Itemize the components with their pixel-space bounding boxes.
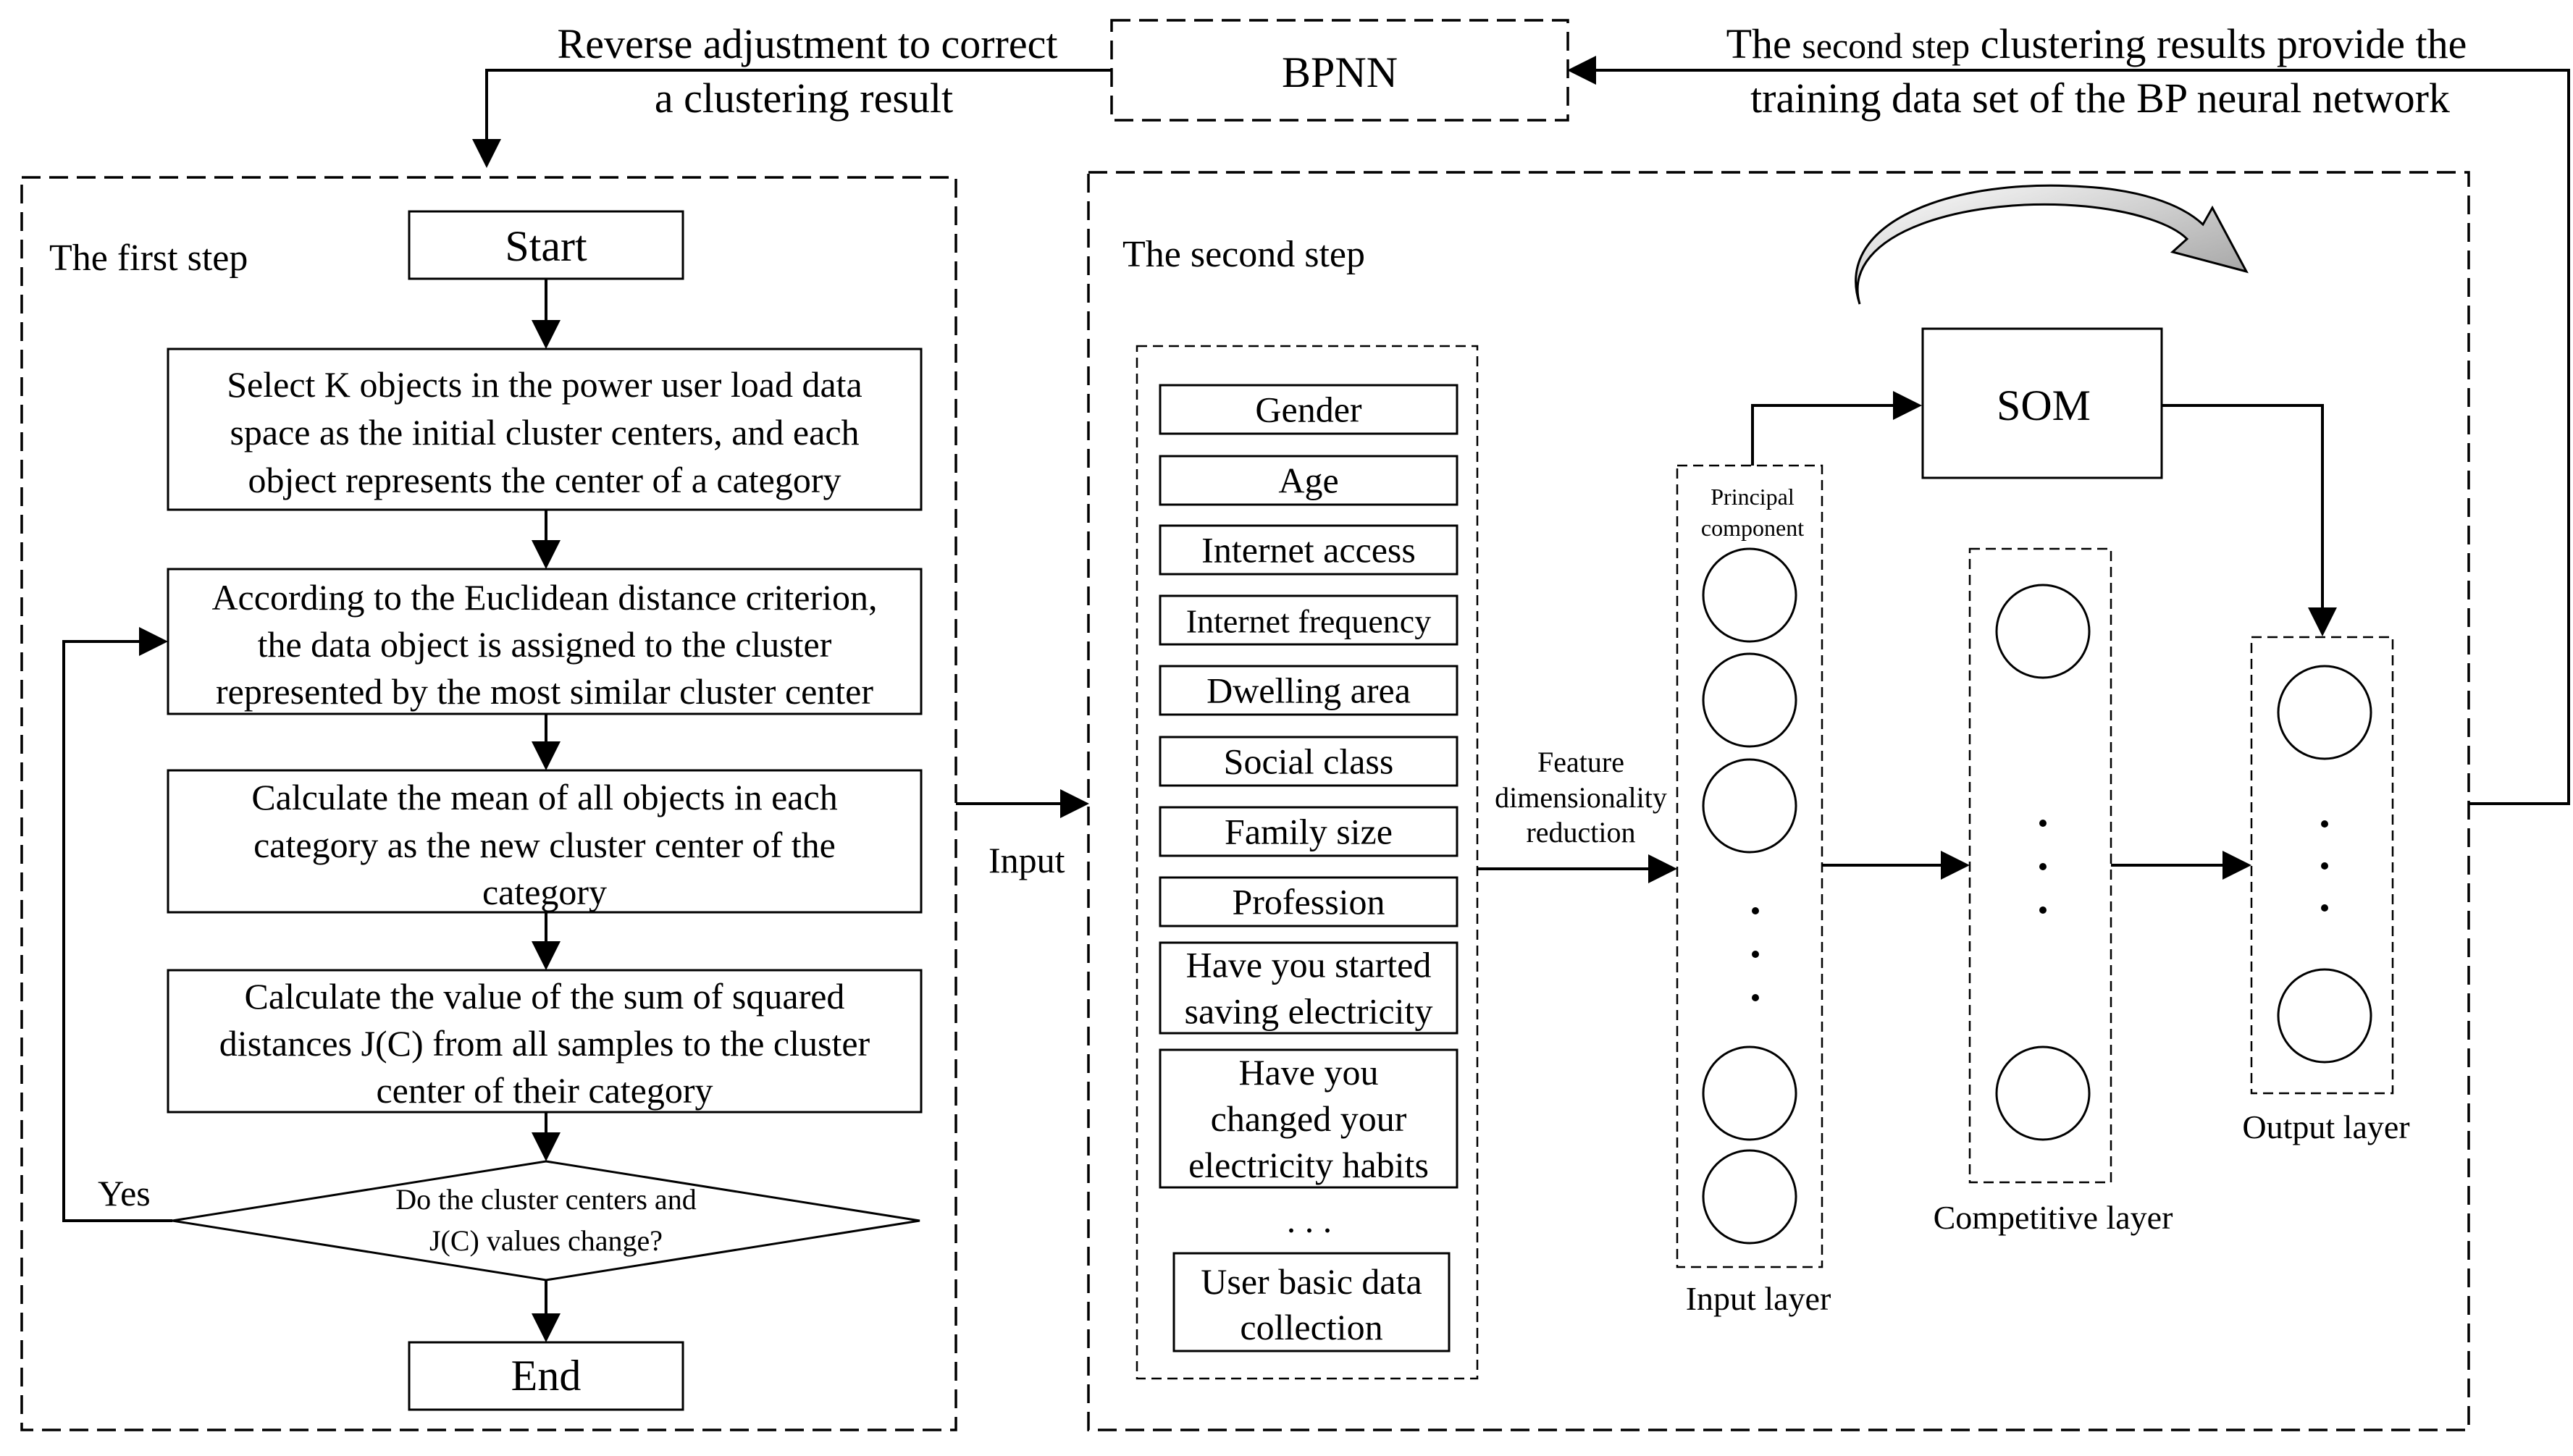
input-node-4 — [1702, 1045, 1797, 1141]
feature-box-4 — [1159, 594, 1458, 646]
output-layer-frame — [2250, 636, 2394, 1095]
feature-box-5 — [1159, 665, 1458, 716]
feature-label-6: Social class — [1224, 741, 1394, 782]
som-to-output-arrow — [2162, 404, 2337, 636]
decision-diamond — [172, 1160, 920, 1282]
assign-objects-line1: According to the Euclidean distance crit… — [211, 577, 877, 618]
competitive-node-1 — [1995, 584, 2091, 679]
second-step-frame — [1087, 171, 2470, 1431]
feature-reduction-line2: dimensionality — [1495, 781, 1667, 814]
feature-box-9 — [1159, 941, 1458, 1035]
user-data-collection-box — [1172, 1252, 1451, 1352]
competitive-layer-label: Competitive layer — [1934, 1199, 2173, 1236]
input-label: Input — [989, 840, 1065, 880]
input-node-2 — [1702, 652, 1797, 748]
select-centers-line2: space as the initial cluster centers, an… — [230, 412, 859, 453]
decision-line1: Do the cluster centers and — [395, 1183, 696, 1216]
input-layer-label: Input layer — [1686, 1280, 1831, 1317]
feature-box-1 — [1159, 384, 1458, 435]
select-centers-line1: Select K objects in the power user load … — [227, 364, 862, 405]
yes-loop-arrow — [62, 627, 172, 1222]
select-centers-line3: object represents the center of a catego… — [248, 460, 841, 500]
feature-label-2: Age — [1278, 460, 1338, 501]
feature-label-9: saving electricity — [1185, 991, 1433, 1032]
feature-label-9: Have you started — [1186, 945, 1432, 985]
start-label: Start — [505, 222, 587, 270]
mean-line3: category — [482, 872, 607, 912]
reverse-adjustment-label-line1: Reverse adjustment to correct — [558, 20, 1058, 67]
feature-box-2 — [1159, 455, 1458, 506]
yes-label: Yes — [98, 1173, 151, 1213]
reverse-adjustment-label-line2: a clustering result — [655, 75, 953, 122]
feature-label-10: changed your — [1211, 1098, 1407, 1139]
feature-box-8 — [1159, 876, 1458, 927]
feature-label-5: Dwelling area — [1206, 670, 1411, 711]
input-node-5 — [1702, 1149, 1797, 1245]
input-layer-ellipsis-dot — [1752, 907, 1759, 914]
competitive-layer-ellipsis-dot — [2039, 863, 2047, 870]
feature-label-4: Internet frequency — [1186, 603, 1431, 640]
som-iteration-curved-arrow — [1855, 184, 2249, 305]
som-box — [1921, 327, 2163, 479]
feature-label-7: Family size — [1225, 812, 1393, 852]
sse-line2: distances J(C) from all samples to the c… — [219, 1023, 870, 1064]
user-data-collection-line2: collection — [1240, 1307, 1382, 1347]
feature-label-8: Profession — [1232, 882, 1385, 922]
sse-line1: Calculate the value of the sum of square… — [245, 976, 845, 1017]
output-layer-label: Output layer — [2242, 1108, 2409, 1145]
assign-objects-line3: represented by the most similar cluster … — [216, 671, 873, 712]
assign-objects-box — [167, 568, 923, 715]
feature-label-10: electricity habits — [1188, 1145, 1429, 1185]
input-node-1 — [1702, 547, 1797, 643]
feature-label-3: Internet access — [1201, 530, 1416, 571]
assign-objects-line2: the data object is assigned to the clust… — [258, 624, 832, 665]
end-box — [408, 1341, 684, 1411]
output-node-2 — [2277, 968, 2372, 1064]
output-layer-ellipsis-dot — [2321, 904, 2328, 912]
output-layer-ellipsis-dot — [2321, 862, 2328, 870]
feature-box-6 — [1159, 736, 1458, 787]
input-to-som-arrow — [1751, 391, 1922, 466]
feature-reduction-line3: reduction — [1526, 816, 1635, 849]
bpnn-label: BPNN — [1282, 49, 1398, 96]
competitive-layer-ellipsis-dot — [2039, 906, 2047, 914]
mean-box — [167, 769, 923, 914]
mean-line2: category as the new cluster center of th… — [253, 825, 836, 865]
mean-line1: Calculate the mean of all objects in eac… — [251, 777, 837, 817]
input-node-3 — [1702, 758, 1797, 854]
training-data-label-line2: training data set of the BP neural netwo… — [1750, 75, 2450, 122]
input-layer-ellipsis-dot — [1752, 951, 1759, 958]
start-box — [408, 210, 684, 280]
reverse-adjustment-arrow — [472, 69, 1112, 168]
feature-label-1: Gender — [1255, 390, 1361, 430]
first-step-title: The first step — [49, 237, 248, 279]
principal-component-line1: Principal — [1711, 484, 1795, 510]
competitive-layer-frame — [1968, 547, 2112, 1184]
first-step-frame — [20, 176, 957, 1431]
input-layer-ellipsis-dot — [1752, 994, 1759, 1001]
training-data-arrow — [1567, 56, 2570, 805]
user-data-collection-line1: User basic data — [1201, 1261, 1422, 1302]
decision-line2: J(C) values change? — [429, 1224, 663, 1257]
sse-box — [167, 969, 923, 1114]
feature-box-10 — [1159, 1048, 1458, 1189]
feature-reduction-line1: Feature — [1537, 746, 1624, 778]
sse-line3: center of their category — [376, 1070, 713, 1111]
second-step-title: The second step — [1122, 234, 1365, 275]
competitive-node-2 — [1995, 1045, 2091, 1141]
competitive-layer-ellipsis-dot — [2039, 820, 2047, 827]
principal-component-line2: component — [1701, 515, 1804, 541]
output-node-1 — [2277, 665, 2372, 760]
training-data-label-line1: The second step clustering results provi… — [1726, 20, 2467, 67]
feature-box-3 — [1159, 524, 1458, 576]
feature-ellipsis: . . . — [1287, 1200, 1332, 1240]
feature-label-10: Have you — [1239, 1052, 1379, 1093]
output-layer-ellipsis-dot — [2321, 820, 2328, 828]
feature-box-7 — [1159, 806, 1458, 857]
som-label: SOM — [1997, 382, 2091, 429]
end-label: End — [511, 1352, 582, 1400]
